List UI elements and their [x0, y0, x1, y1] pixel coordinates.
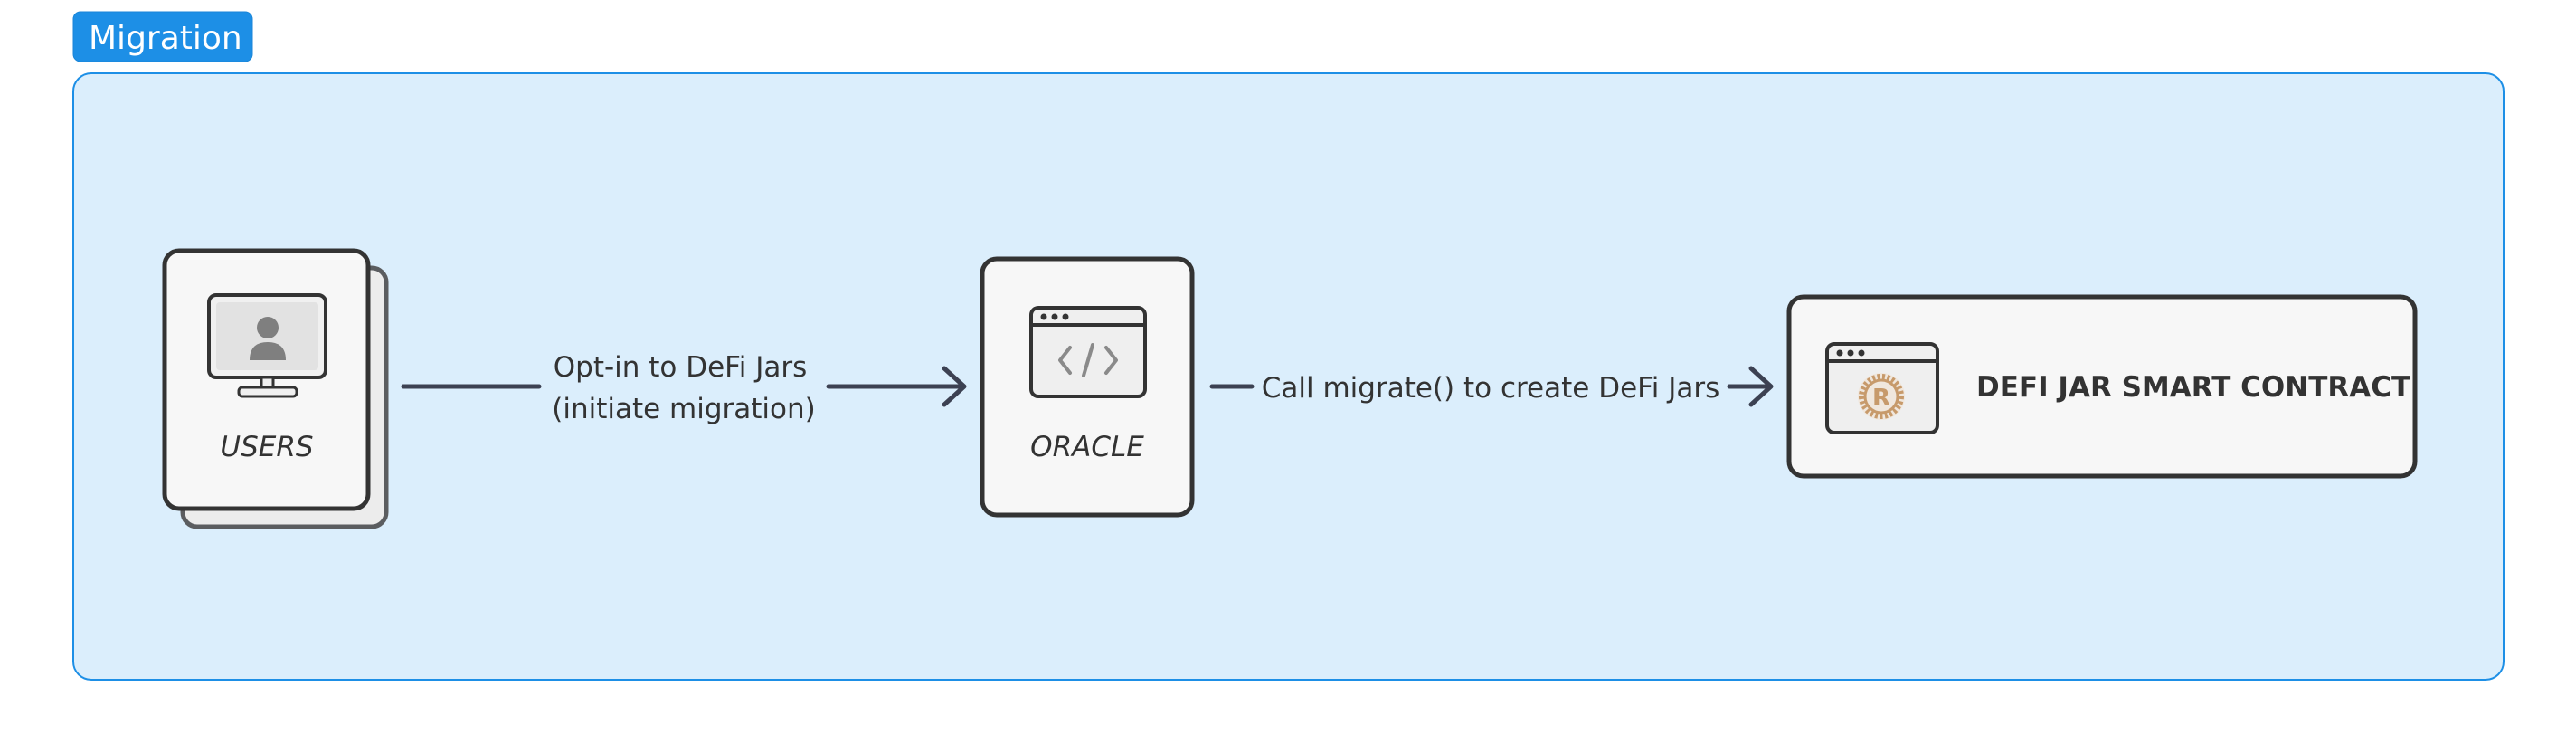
arrowhead-to-contract	[1748, 366, 1774, 407]
monitor-user-icon	[207, 293, 327, 398]
edge-users-oracle-label-line2: (initiate migration)	[552, 393, 816, 425]
edge-users-to-oracle: Opt-in to DeFi Jars (initiate migration)	[401, 351, 967, 425]
users-label: USERS	[220, 431, 313, 463]
oracle-label: ORACLE	[1030, 431, 1144, 463]
edge-users-oracle-label-line1: Opt-in to DeFi Jars	[554, 351, 808, 384]
code-window-icon	[1029, 306, 1147, 398]
edge-oracle-to-contract: Call migrate() to create DeFi Jars	[1209, 366, 1774, 407]
migration-group: Migration	[72, 11, 2505, 681]
group-container	[72, 72, 2505, 681]
rust-logo-window-icon: R	[1825, 342, 1939, 434]
contract-card	[1786, 294, 2418, 479]
group-tab-background	[72, 11, 253, 62]
rust-logo-icon: R	[1858, 373, 1905, 420]
edge-oracle-contract-label: Call migrate() to create DeFi Jars	[1262, 372, 1719, 405]
arrowhead-to-oracle	[942, 366, 967, 407]
group-title: Migration	[89, 20, 242, 57]
oracle-node: ORACLE	[980, 256, 1195, 518]
users-node: USERS	[162, 248, 389, 529]
group-tab: Migration	[72, 11, 253, 62]
contract-label: DEFI JAR SMART CONTRACT	[1976, 371, 2410, 404]
contract-node: R DEFI JAR SMART CONTRACT	[1786, 294, 2418, 479]
svg-text:R: R	[1872, 385, 1890, 412]
